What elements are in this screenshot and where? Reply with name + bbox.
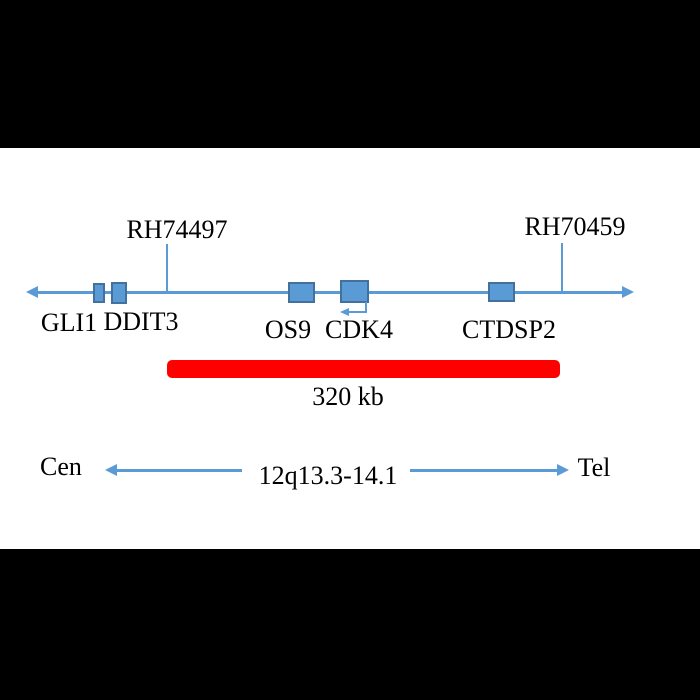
gene-label-ctdsp2: CTDSP2: [462, 315, 556, 344]
gene-box-ctdsp2: [488, 282, 515, 302]
gene-box-cdk4: [340, 280, 369, 303]
cdk4-transcription-arrowhead-icon: [340, 308, 349, 316]
marker-tick-rh74497: [166, 244, 168, 292]
chromosome-band-label: 12q13.3-14.1: [258, 461, 398, 490]
gene-label-cdk4: CDK4: [325, 315, 393, 344]
marker-label-rh74497: RH74497: [126, 215, 228, 244]
centromere-arrowhead-icon: [105, 464, 117, 476]
gene-label-ddit3: DDIT3: [103, 307, 179, 336]
telomere-label: Tel: [577, 453, 611, 482]
telomere-arrow: [410, 469, 558, 472]
region-size-label: 320 kb: [312, 382, 384, 411]
telomere-arrowhead-icon: [557, 464, 569, 476]
gene-label-gli1: GLI1: [40, 308, 98, 337]
centromere-label: Cen: [40, 452, 82, 481]
chromosome-arrowhead-right-icon: [622, 286, 634, 298]
region-bar: [167, 360, 560, 378]
gene-label-os9: OS9: [264, 315, 312, 344]
marker-label-rh70459: RH70459: [524, 212, 626, 241]
cdk4-transcription-arrow-vertical: [365, 302, 367, 313]
centromere-arrow: [117, 469, 242, 472]
gene-box-gli1: [93, 283, 105, 303]
letterbox-top: [0, 0, 700, 148]
chromosome-arrowhead-left-icon: [26, 286, 38, 298]
figure-canvas: [0, 148, 700, 549]
gene-box-ddit3: [111, 282, 127, 304]
chromosome-line: [37, 291, 623, 294]
marker-tick-rh70459: [561, 243, 563, 293]
letterbox-bottom: [0, 549, 700, 700]
gene-box-os9: [288, 282, 315, 303]
cdk4-transcription-arrow-horizontal: [348, 311, 367, 313]
